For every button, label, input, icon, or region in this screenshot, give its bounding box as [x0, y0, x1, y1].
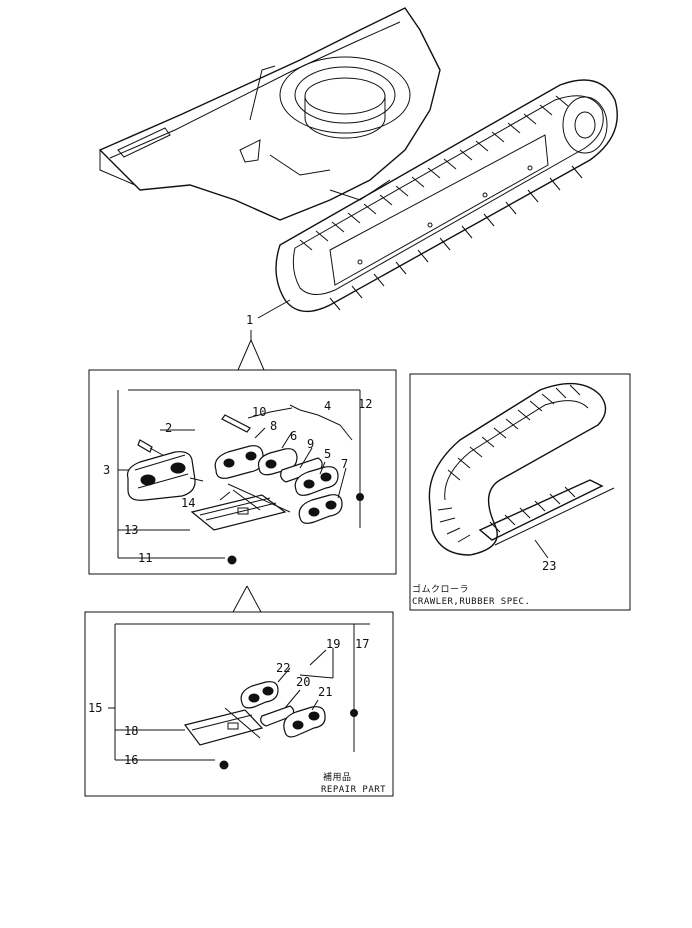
- callout-15: 15: [88, 701, 102, 715]
- repair-link-part-2: [283, 706, 326, 738]
- link-part-4: [298, 494, 343, 524]
- callout-9: 9: [307, 437, 314, 451]
- rubber-crawler-box: 23 ゴムクローラ CRAWLER,RUBBER SPEC.: [409, 373, 631, 611]
- nut-part: [227, 555, 237, 565]
- callout-3: 3: [103, 463, 110, 477]
- callout-7: 7: [341, 457, 348, 471]
- repair-connector: [232, 585, 262, 613]
- shoe-plate-part: [190, 483, 291, 531]
- repair-nut-part: [219, 760, 229, 770]
- callout-14: 14: [181, 496, 195, 510]
- repair-shoe-part: [183, 707, 264, 746]
- undercarriage-assembly: [98, 7, 618, 313]
- callout-23: 23: [542, 559, 556, 573]
- callout-4: 4: [324, 399, 331, 413]
- repair-caption-jp: 補用品: [323, 771, 352, 783]
- callout-13: 13: [124, 523, 138, 537]
- rubber-lugs: [437, 384, 581, 543]
- repair-caption-en: REPAIR PART: [321, 785, 386, 795]
- rubber-caption-jp: ゴムクローラ: [412, 583, 469, 595]
- callout-10: 10: [252, 405, 266, 419]
- callout-12: 12: [358, 397, 372, 411]
- callout-21: 21: [318, 685, 332, 699]
- callout-1: 1: [246, 313, 253, 327]
- callout-17: 17: [355, 637, 369, 651]
- repair-parts-box: 15 16 17 18 19 20 21 22 補用品 REPAIR PART: [84, 611, 394, 797]
- link-part-3: [294, 466, 339, 496]
- callout-2: 2: [165, 421, 172, 435]
- rubber-caption-en: CRAWLER,RUBBER SPEC.: [412, 597, 530, 607]
- link-assembly-part: [126, 451, 196, 501]
- callout-19: 19: [326, 637, 340, 651]
- callout-18: 18: [124, 724, 138, 738]
- callout-5: 5: [324, 447, 331, 461]
- callout-11: 11: [138, 551, 152, 565]
- callout-16: 16: [124, 753, 138, 767]
- track-link-parts-box: 2 3 4 5 6 7 8 9 10 11 12 13 14: [88, 369, 397, 575]
- callout-1-group: 1: [237, 299, 291, 371]
- repair-nut-part-2: [350, 709, 358, 717]
- callout-8: 8: [270, 419, 277, 433]
- link-part: [214, 445, 264, 479]
- callout-20: 20: [296, 675, 310, 689]
- nut-part-2: [356, 493, 364, 501]
- track-grousers: [299, 95, 583, 311]
- repair-link-part: [240, 681, 279, 709]
- callout-22: 22: [276, 661, 290, 675]
- callout-6: 6: [290, 429, 297, 443]
